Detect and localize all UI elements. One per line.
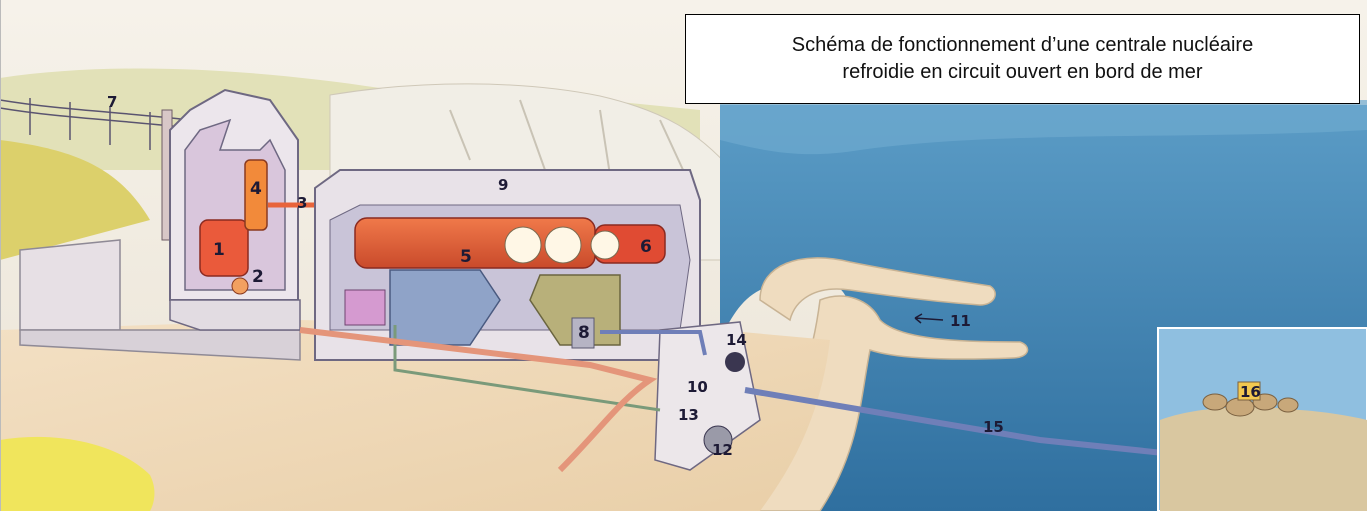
- label-5: 5: [460, 247, 472, 267]
- condenser: [389, 269, 501, 346]
- label-14: 14: [726, 331, 747, 349]
- foreground-land: [0, 320, 830, 511]
- outfall-diffuser: [1237, 381, 1261, 401]
- sea-band: [720, 100, 1367, 155]
- discharge-channel: [299, 327, 658, 473]
- cold-water-pipe: [600, 330, 707, 356]
- title-line-2: refroidie en circuit ouvert en bord de m…: [842, 61, 1203, 83]
- label-16: 16: [1240, 383, 1261, 401]
- label-1: 1: [213, 240, 225, 260]
- green-field: [0, 140, 150, 260]
- reactor-vessel: [199, 219, 249, 277]
- cliff-shadows: [449, 99, 691, 186]
- label-10: 10: [687, 378, 708, 396]
- jetty-upper: [759, 257, 996, 322]
- plant-platform: [19, 239, 121, 331]
- pump-8: [571, 317, 595, 349]
- label-8: 8: [578, 323, 590, 343]
- diagram-title-box: Schéma de fonctionnement d’une centrale …: [685, 14, 1360, 104]
- label-11: 11: [950, 312, 971, 330]
- steam-generator: [244, 159, 268, 231]
- reactor-base: [169, 299, 301, 331]
- label-13: 13: [678, 406, 699, 424]
- primary-pump: [231, 277, 249, 295]
- title-line-1: Schéma de fonctionnement d’une centrale …: [791, 34, 1254, 56]
- label-3: 3: [297, 194, 307, 212]
- pump-12: [703, 425, 733, 455]
- yellow-lawn: [0, 436, 155, 511]
- feedwater-tank: [344, 289, 386, 326]
- label-7: 7: [107, 93, 117, 111]
- label-6: 6: [640, 237, 652, 257]
- label-2: 2: [252, 267, 264, 287]
- label-12: 12: [712, 441, 733, 459]
- turbine-rotors: [504, 226, 620, 264]
- label-9: 9: [498, 176, 508, 194]
- arrow-11: [914, 313, 944, 324]
- pump-wheel: [725, 352, 745, 372]
- label-15: 15: [983, 418, 1004, 436]
- label-4: 4: [250, 179, 262, 199]
- outfall-seabed: [1160, 407, 1367, 511]
